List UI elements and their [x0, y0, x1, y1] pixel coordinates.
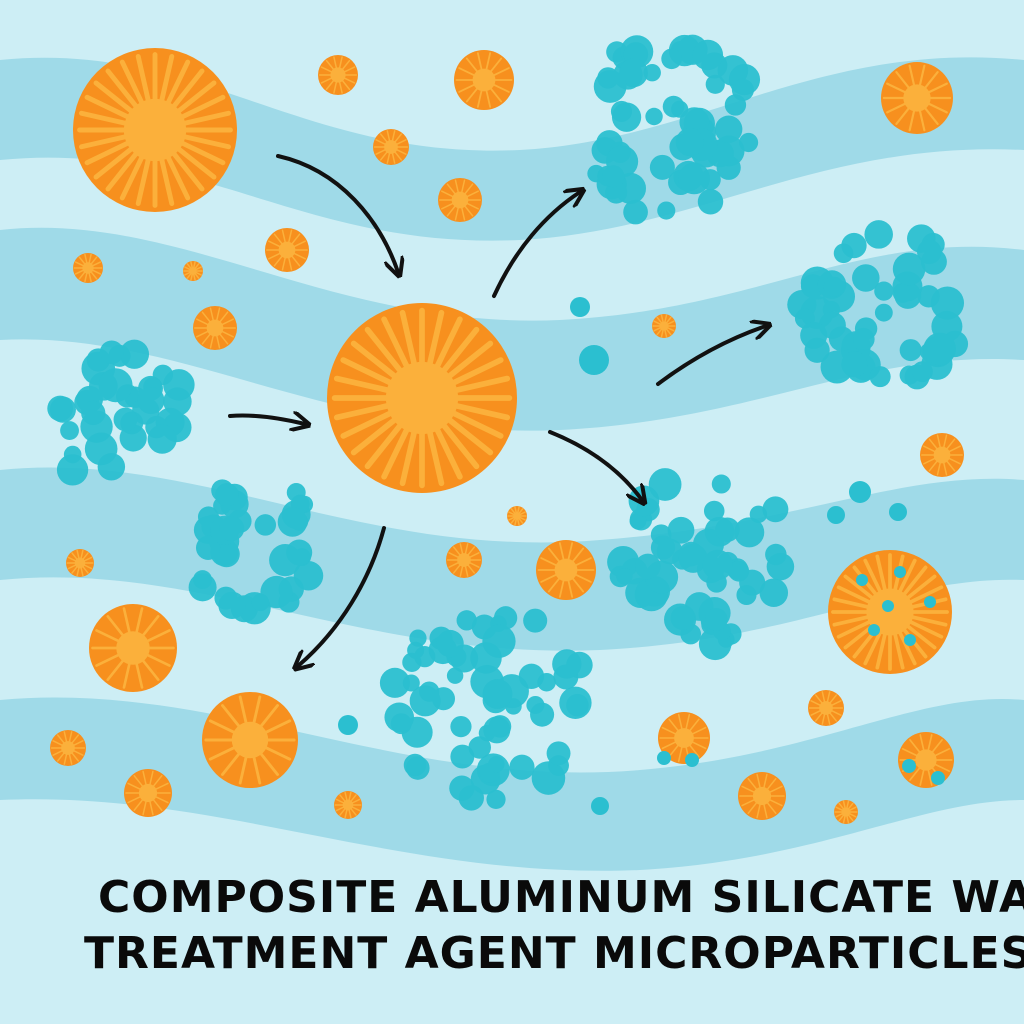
teal-dot-icon	[579, 345, 609, 375]
small-orange-particle-icon	[66, 549, 94, 577]
water-band	[0, 227, 1024, 431]
small-orange-particle-icon	[738, 772, 786, 820]
teal-dot-icon	[902, 759, 916, 773]
small-orange-particle-icon	[920, 433, 964, 477]
teal-speckle-icon	[924, 596, 936, 608]
small-orange-particle-icon	[507, 506, 527, 526]
small-orange-particle-icon	[89, 604, 177, 692]
small-orange-particle-icon	[202, 692, 298, 788]
teal-dot-icon	[591, 797, 609, 815]
small-orange-particle-icon	[73, 253, 103, 283]
teal-dot-icon	[657, 751, 671, 765]
small-orange-particle-icon	[265, 228, 309, 272]
teal-cluster-icon	[587, 34, 761, 225]
small-orange-particle-icon	[652, 314, 676, 338]
teal-cluster-icon	[379, 606, 593, 811]
teal-dot-icon	[685, 753, 699, 767]
water-band	[0, 57, 1024, 241]
small-orange-particle-icon	[373, 129, 409, 165]
small-orange-particle-icon	[193, 306, 237, 350]
caption-line-1: COMPOSITE ALUMINUM SILICATE WATER	[98, 872, 1024, 923]
teal-speckle-icon	[894, 566, 906, 578]
small-orange-particle-icon	[881, 62, 953, 134]
small-orange-particle-icon	[808, 690, 844, 726]
large-orange-particle-icon	[73, 48, 237, 212]
small-orange-particle-icon	[454, 50, 514, 110]
teal-dot-icon	[338, 715, 358, 735]
teal-speckle-icon	[868, 624, 880, 636]
large-orange-particle-icon	[327, 303, 517, 493]
small-orange-particle-icon	[50, 730, 86, 766]
teal-dot-icon	[889, 503, 907, 521]
teal-cluster-icon	[47, 339, 195, 486]
arrow-icon	[492, 192, 580, 298]
teal-dot-icon	[931, 771, 945, 785]
teal-speckle-icon	[904, 634, 916, 646]
small-orange-particle-icon	[318, 55, 358, 95]
small-orange-particle-icon	[124, 769, 172, 817]
small-orange-particle-icon	[183, 261, 203, 281]
small-orange-particle-icon	[658, 712, 710, 764]
teal-clusters	[47, 34, 969, 815]
small-orange-particle-icon	[536, 540, 596, 600]
teal-dot-icon	[827, 506, 845, 524]
large-orange-particle-icon	[828, 550, 952, 674]
arrow-icon	[548, 430, 642, 500]
caption-line-2: TREATMENT AGENT MICROPARTICLES	[84, 928, 1024, 979]
small-orange-particle-icon	[438, 178, 482, 222]
teal-speckle-icon	[856, 574, 868, 586]
small-orange-particle-icon	[446, 542, 482, 578]
teal-cluster-icon	[188, 479, 324, 625]
arrow-icon	[298, 526, 386, 666]
teal-cluster-icon	[787, 220, 969, 390]
orange-particles	[50, 48, 964, 824]
small-orange-particle-icon	[334, 791, 362, 819]
teal-dot-icon	[570, 297, 590, 317]
teal-cluster-icon	[607, 468, 795, 661]
small-orange-particle-icon	[834, 800, 858, 824]
flow-arrows	[228, 154, 766, 666]
arrow-icon	[656, 326, 766, 386]
teal-speckle-icon	[882, 600, 894, 612]
arrow-icon	[228, 415, 305, 424]
arrow-icon	[276, 154, 398, 272]
teal-dot-icon	[849, 481, 871, 503]
